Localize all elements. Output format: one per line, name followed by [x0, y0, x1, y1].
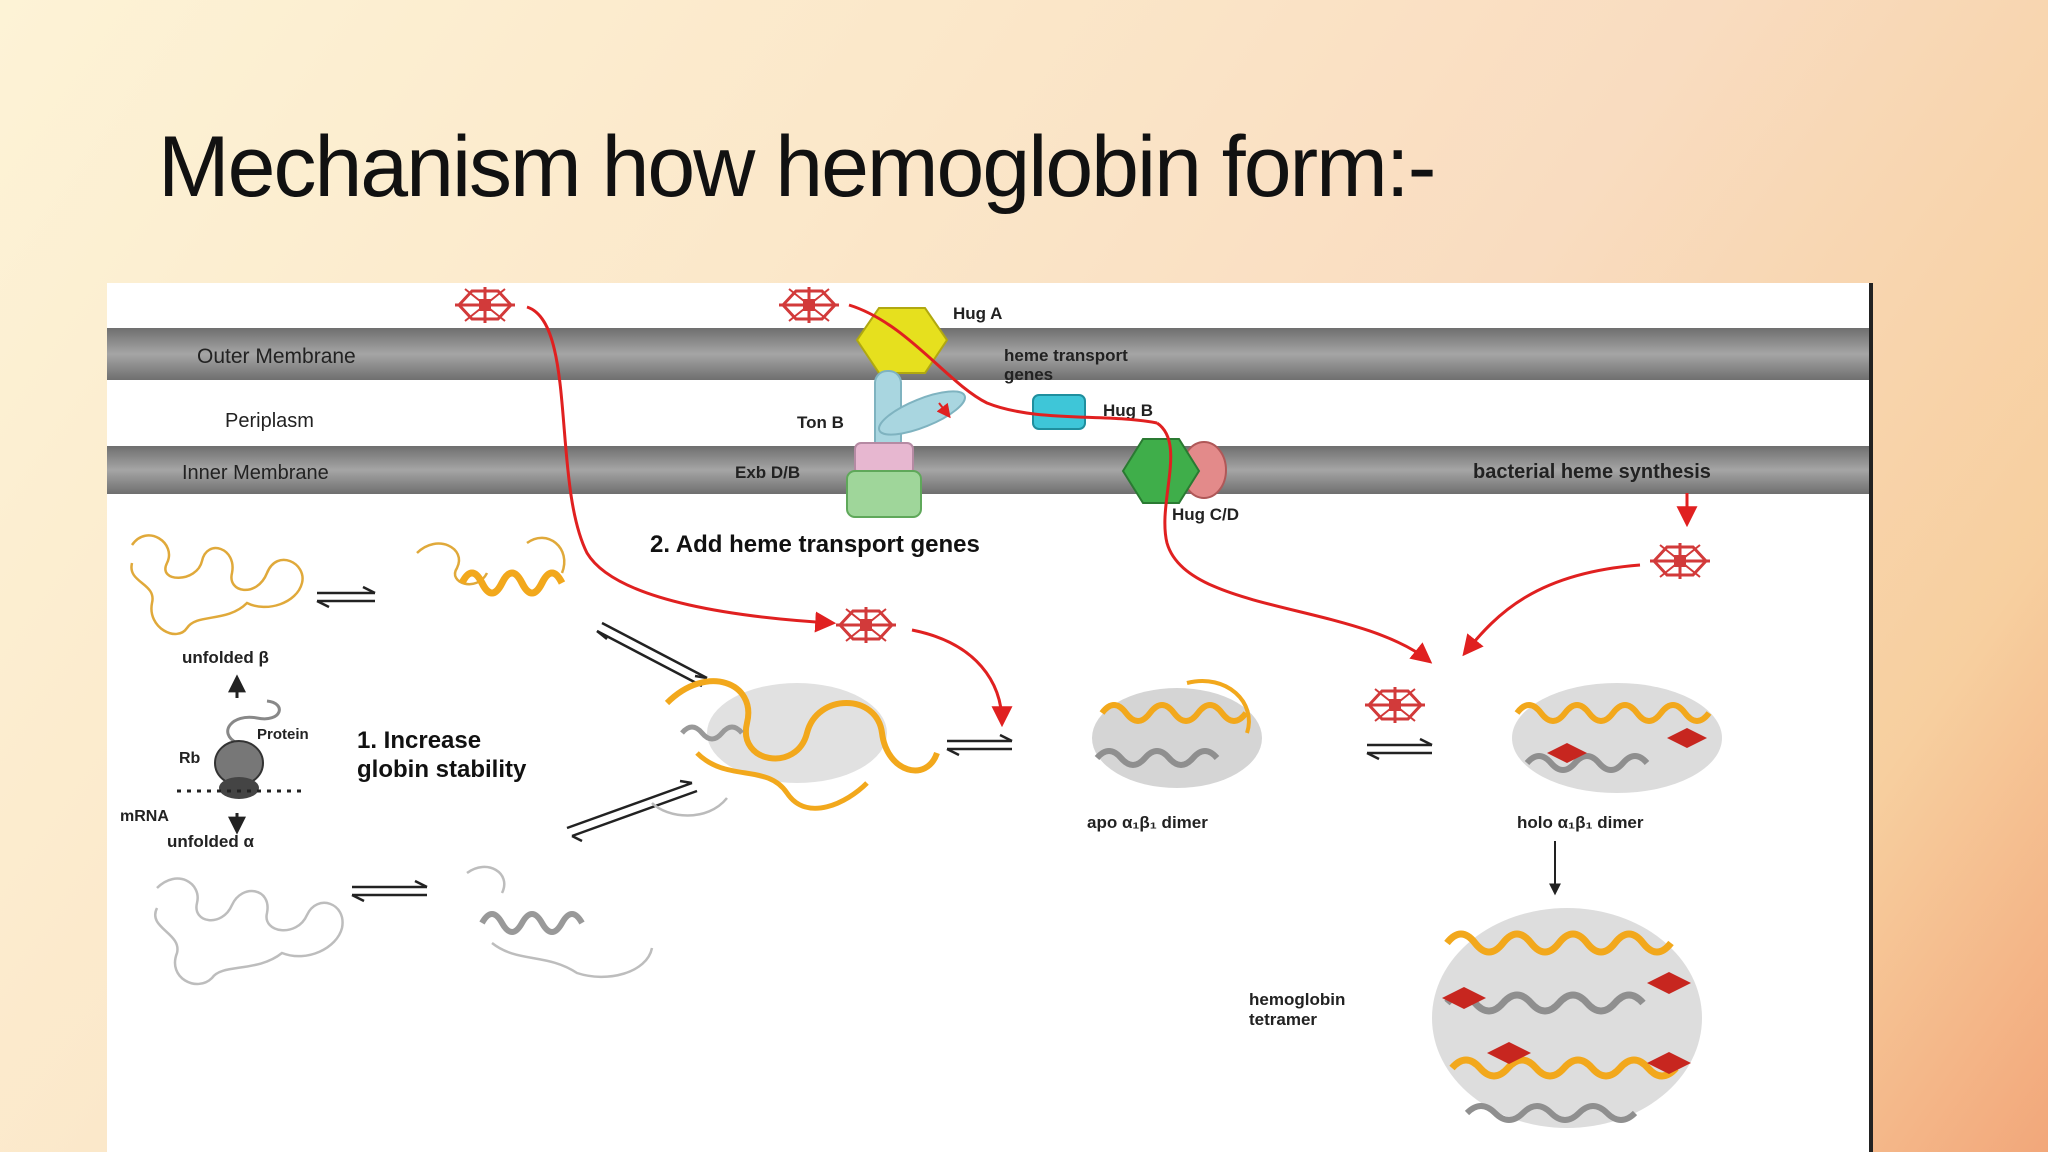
folding-alpha-chain — [466, 865, 506, 894]
slide-title: Mechanism how hemoglobin form:- — [158, 119, 1436, 215]
equilibrium-arrow — [1366, 737, 1433, 761]
apo-dimer — [1092, 679, 1262, 788]
ton-b-arrow — [936, 402, 951, 419]
periplasm-label: Periplasm — [225, 410, 314, 432]
unfolded-beta-chain — [130, 534, 304, 636]
heme-molecule — [1648, 541, 1712, 581]
heme-pathway-arrow — [1462, 563, 1641, 657]
unfolded-beta-label: unfolded β — [182, 648, 269, 667]
hemoglobin-mechanism-figure: Outer Membrane Periplasm Inner Membrane … — [107, 283, 1873, 1152]
mrna-label: mRNA — [120, 808, 169, 825]
outer-membrane-label: Outer Membrane — [197, 345, 356, 368]
heme-molecule — [1363, 685, 1427, 725]
bacterial-heme-synthesis-label: bacterial heme synthesis — [1473, 461, 1711, 483]
protein-label: Protein — [257, 726, 309, 743]
tetramer-label: hemoglobin — [1249, 990, 1345, 1009]
hug-a-label: Hug A — [953, 304, 1002, 323]
heme-molecule — [453, 285, 517, 325]
step-1-label: 1. Increase — [357, 727, 481, 754]
ton-b-label: Ton B — [797, 413, 844, 432]
inner-membrane-label: Inner Membrane — [182, 462, 329, 484]
step-1-label: globin stability — [357, 756, 527, 783]
unfolded-alpha-chain — [153, 877, 344, 986]
hug-b-protein — [1032, 394, 1086, 430]
holo-dimer — [1512, 683, 1722, 793]
folding-alpha-helix — [479, 911, 585, 935]
folding-beta-helix — [458, 569, 566, 597]
folding-alpha-chain — [491, 942, 654, 978]
holo-dimer-label: holo α₁β₁ dimer — [1517, 813, 1644, 832]
folding-beta-chain — [526, 536, 566, 574]
nascent-protein — [226, 699, 281, 745]
exb-db-protein — [846, 470, 922, 518]
equilibrium-arrow — [316, 585, 376, 609]
hemoglobin-tetramer — [1432, 908, 1702, 1128]
hug-cd-label: Hug C/D — [1172, 505, 1239, 524]
exb-db-label: Exb D/B — [735, 463, 800, 482]
heme-transport-genes-label: heme transport — [1004, 346, 1128, 365]
folded-globin-complex — [651, 678, 940, 817]
equilibrium-arrow — [946, 733, 1013, 757]
step-2-label: 2. Add heme transport genes — [650, 531, 980, 558]
heme-pathway-arrow — [526, 305, 837, 633]
heme-pathway-arrow — [1156, 421, 1433, 664]
heme-pathway-arrow — [911, 628, 1013, 728]
folding-beta-chain — [416, 542, 489, 586]
hug-a-protein — [855, 307, 949, 374]
equilibrium-arrow — [596, 621, 708, 688]
heme-pathway-arrow — [848, 303, 1158, 425]
apo-dimer-label: apo α₁β₁ dimer — [1087, 813, 1208, 832]
heme-transport-genes-label: genes — [1004, 365, 1053, 384]
inner-membrane — [107, 446, 1869, 494]
ton-b-protein — [878, 390, 966, 436]
unfolded-alpha-label: unfolded α — [167, 832, 254, 851]
outer-membrane — [107, 328, 1869, 380]
hug-cd-protein — [1121, 438, 1201, 504]
rb-label: Rb — [179, 750, 201, 767]
heme-molecule — [777, 285, 841, 325]
ribosome — [219, 777, 259, 799]
hug-b-label: Hug B — [1103, 401, 1153, 420]
equilibrium-arrow — [566, 779, 698, 843]
equilibrium-arrow — [351, 879, 428, 903]
heme-molecule — [834, 605, 898, 645]
tetramer-label: tetramer — [1249, 1010, 1317, 1029]
